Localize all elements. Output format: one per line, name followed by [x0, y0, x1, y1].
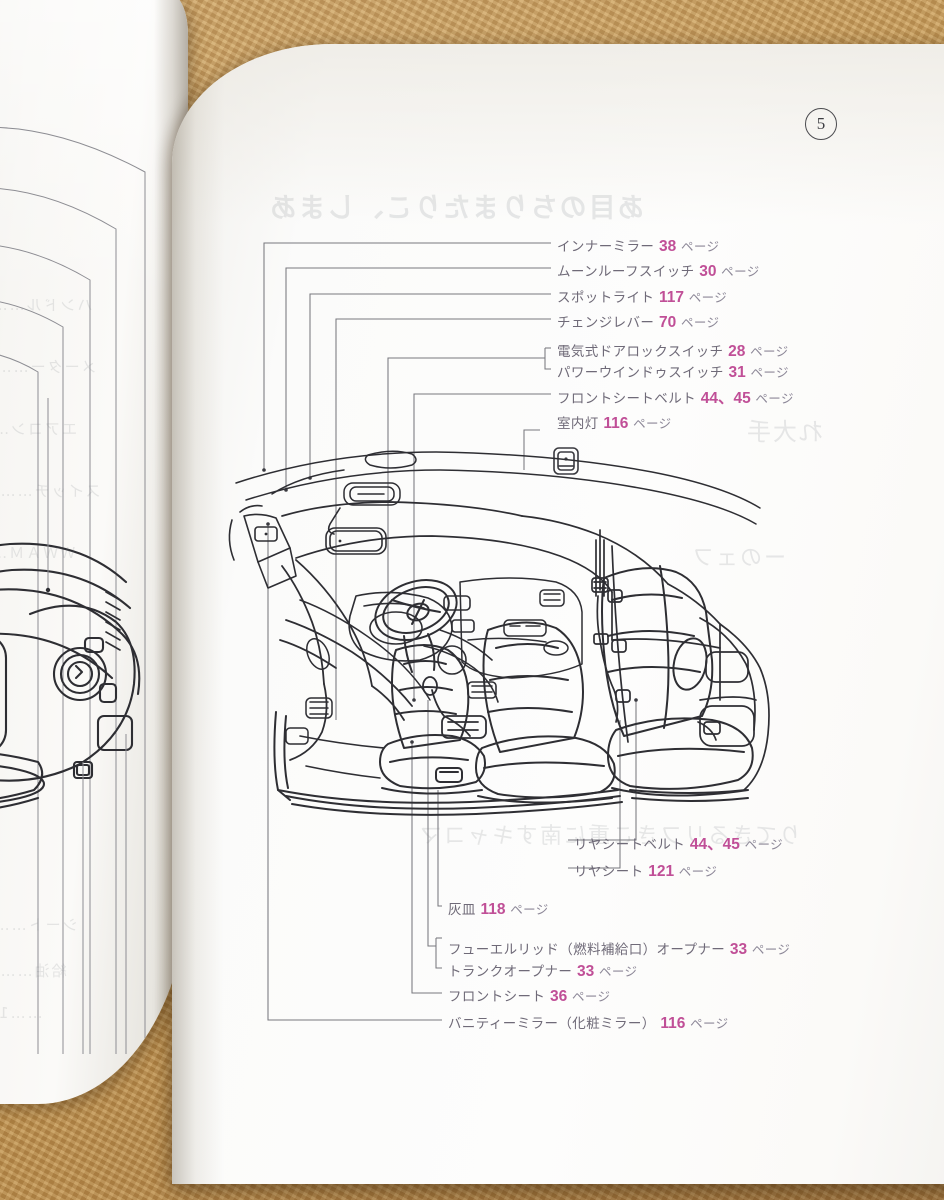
label-page-number: 44、45	[689, 836, 740, 853]
label-rear-seat: リヤシート 121 ページ	[574, 860, 717, 881]
label-page-suffix: ページ	[633, 416, 672, 431]
label-shift-lever: チェンジレバー 70 ページ	[557, 311, 719, 332]
label-text: 電気式ドアロックスイッチ	[557, 344, 724, 360]
label-text: インナーミラー	[557, 239, 655, 255]
label-page-suffix: ページ	[750, 344, 789, 359]
left-page-illustration	[0, 127, 146, 1054]
label-page-number: 36	[550, 988, 568, 1005]
label-interior-lamp: 室内灯 116 ページ	[557, 412, 672, 433]
label-page-suffix: ページ	[744, 837, 784, 852]
label-power-window-switch: パワーウインドゥスイッチ 31 ページ	[557, 361, 789, 382]
label-page-suffix: ページ	[678, 864, 718, 879]
label-text: トランクオープナー	[448, 964, 573, 980]
label-page-number: 116	[603, 415, 629, 432]
label-page-number: 117	[659, 289, 685, 306]
label-page-suffix: ページ	[721, 264, 760, 279]
label-front-seat: フロントシート 36 ページ	[448, 985, 610, 1006]
label-page-suffix: ページ	[571, 989, 611, 1004]
label-page-suffix: ページ	[680, 315, 720, 330]
label-page-number: 38	[659, 238, 677, 255]
label-inner-mirror: インナーミラー 38 ページ	[557, 235, 719, 256]
label-text: スポットライト	[557, 290, 655, 306]
label-page-number: 116	[660, 1015, 686, 1032]
left-page-verso: ハンドル……126 メーター……120 エアコン……99 スイッチ……131 Ｗ…	[0, 0, 188, 1104]
label-page-suffix: ページ	[510, 902, 549, 917]
label-text: リヤシートベルト	[574, 837, 686, 853]
label-rear-seat-belt: リヤシートベルト 44、45 ページ	[574, 832, 783, 854]
label-text: パワーウインドゥスイッチ	[557, 365, 724, 381]
label-text: 室内灯	[557, 416, 599, 432]
label-page-number: 70	[659, 314, 677, 331]
label-page-suffix: ページ	[750, 365, 789, 380]
label-text: フロントシート	[448, 989, 546, 1005]
label-page-number: 33	[729, 941, 748, 958]
page-number-badge: 5	[805, 108, 837, 140]
right-page-gutter-shadow	[172, 44, 224, 1184]
label-moonroof-switch: ムーンルーフスイッチ 30 ページ	[557, 260, 760, 281]
label-front-seat-belt: フロントシートベルト 44、45 ページ	[557, 386, 794, 408]
label-text: フロントシートベルト	[557, 391, 696, 407]
label-page-suffix: ページ	[680, 239, 720, 254]
label-page-suffix: ページ	[755, 391, 794, 406]
label-text: リヤシート	[574, 864, 644, 880]
label-fuel-lid-opener: フューエルリッド（燃料補給口）オープナー 33 ページ	[448, 938, 790, 959]
label-page-number: 30	[699, 263, 717, 280]
label-page-number: 31	[728, 364, 746, 381]
label-text: チェンジレバー	[557, 315, 655, 331]
label-page-number: 121	[648, 863, 675, 880]
label-page-number: 44、45	[700, 390, 751, 407]
label-spotlight: スポットライト 117 ページ	[557, 286, 727, 307]
label-page-suffix: ページ	[688, 290, 728, 305]
label-page-suffix: ページ	[751, 942, 791, 957]
label-text: ムーンルーフスイッチ	[557, 264, 695, 280]
page-number-value: 5	[816, 114, 826, 133]
label-page-number: 28	[728, 343, 746, 360]
label-page-number: 118	[480, 901, 506, 918]
label-page-suffix: ページ	[690, 1016, 729, 1031]
label-text: 灰皿	[448, 902, 476, 918]
label-power-door-lock-switch: 電気式ドアロックスイッチ 28 ページ	[557, 340, 789, 361]
label-page-number: 33	[577, 963, 595, 980]
label-page-suffix: ページ	[598, 964, 638, 979]
label-ashtray: 灰皿 118 ページ	[448, 898, 549, 919]
label-vanity-mirror: バニティーミラー（化粧ミラー） 116 ページ	[448, 1012, 729, 1033]
label-text: フューエルリッド（燃料補給口）オープナー	[448, 942, 726, 958]
label-trunk-opener: トランクオープナー 33 ページ	[448, 960, 637, 981]
label-text: バニティーミラー（化粧ミラー）	[448, 1016, 656, 1032]
